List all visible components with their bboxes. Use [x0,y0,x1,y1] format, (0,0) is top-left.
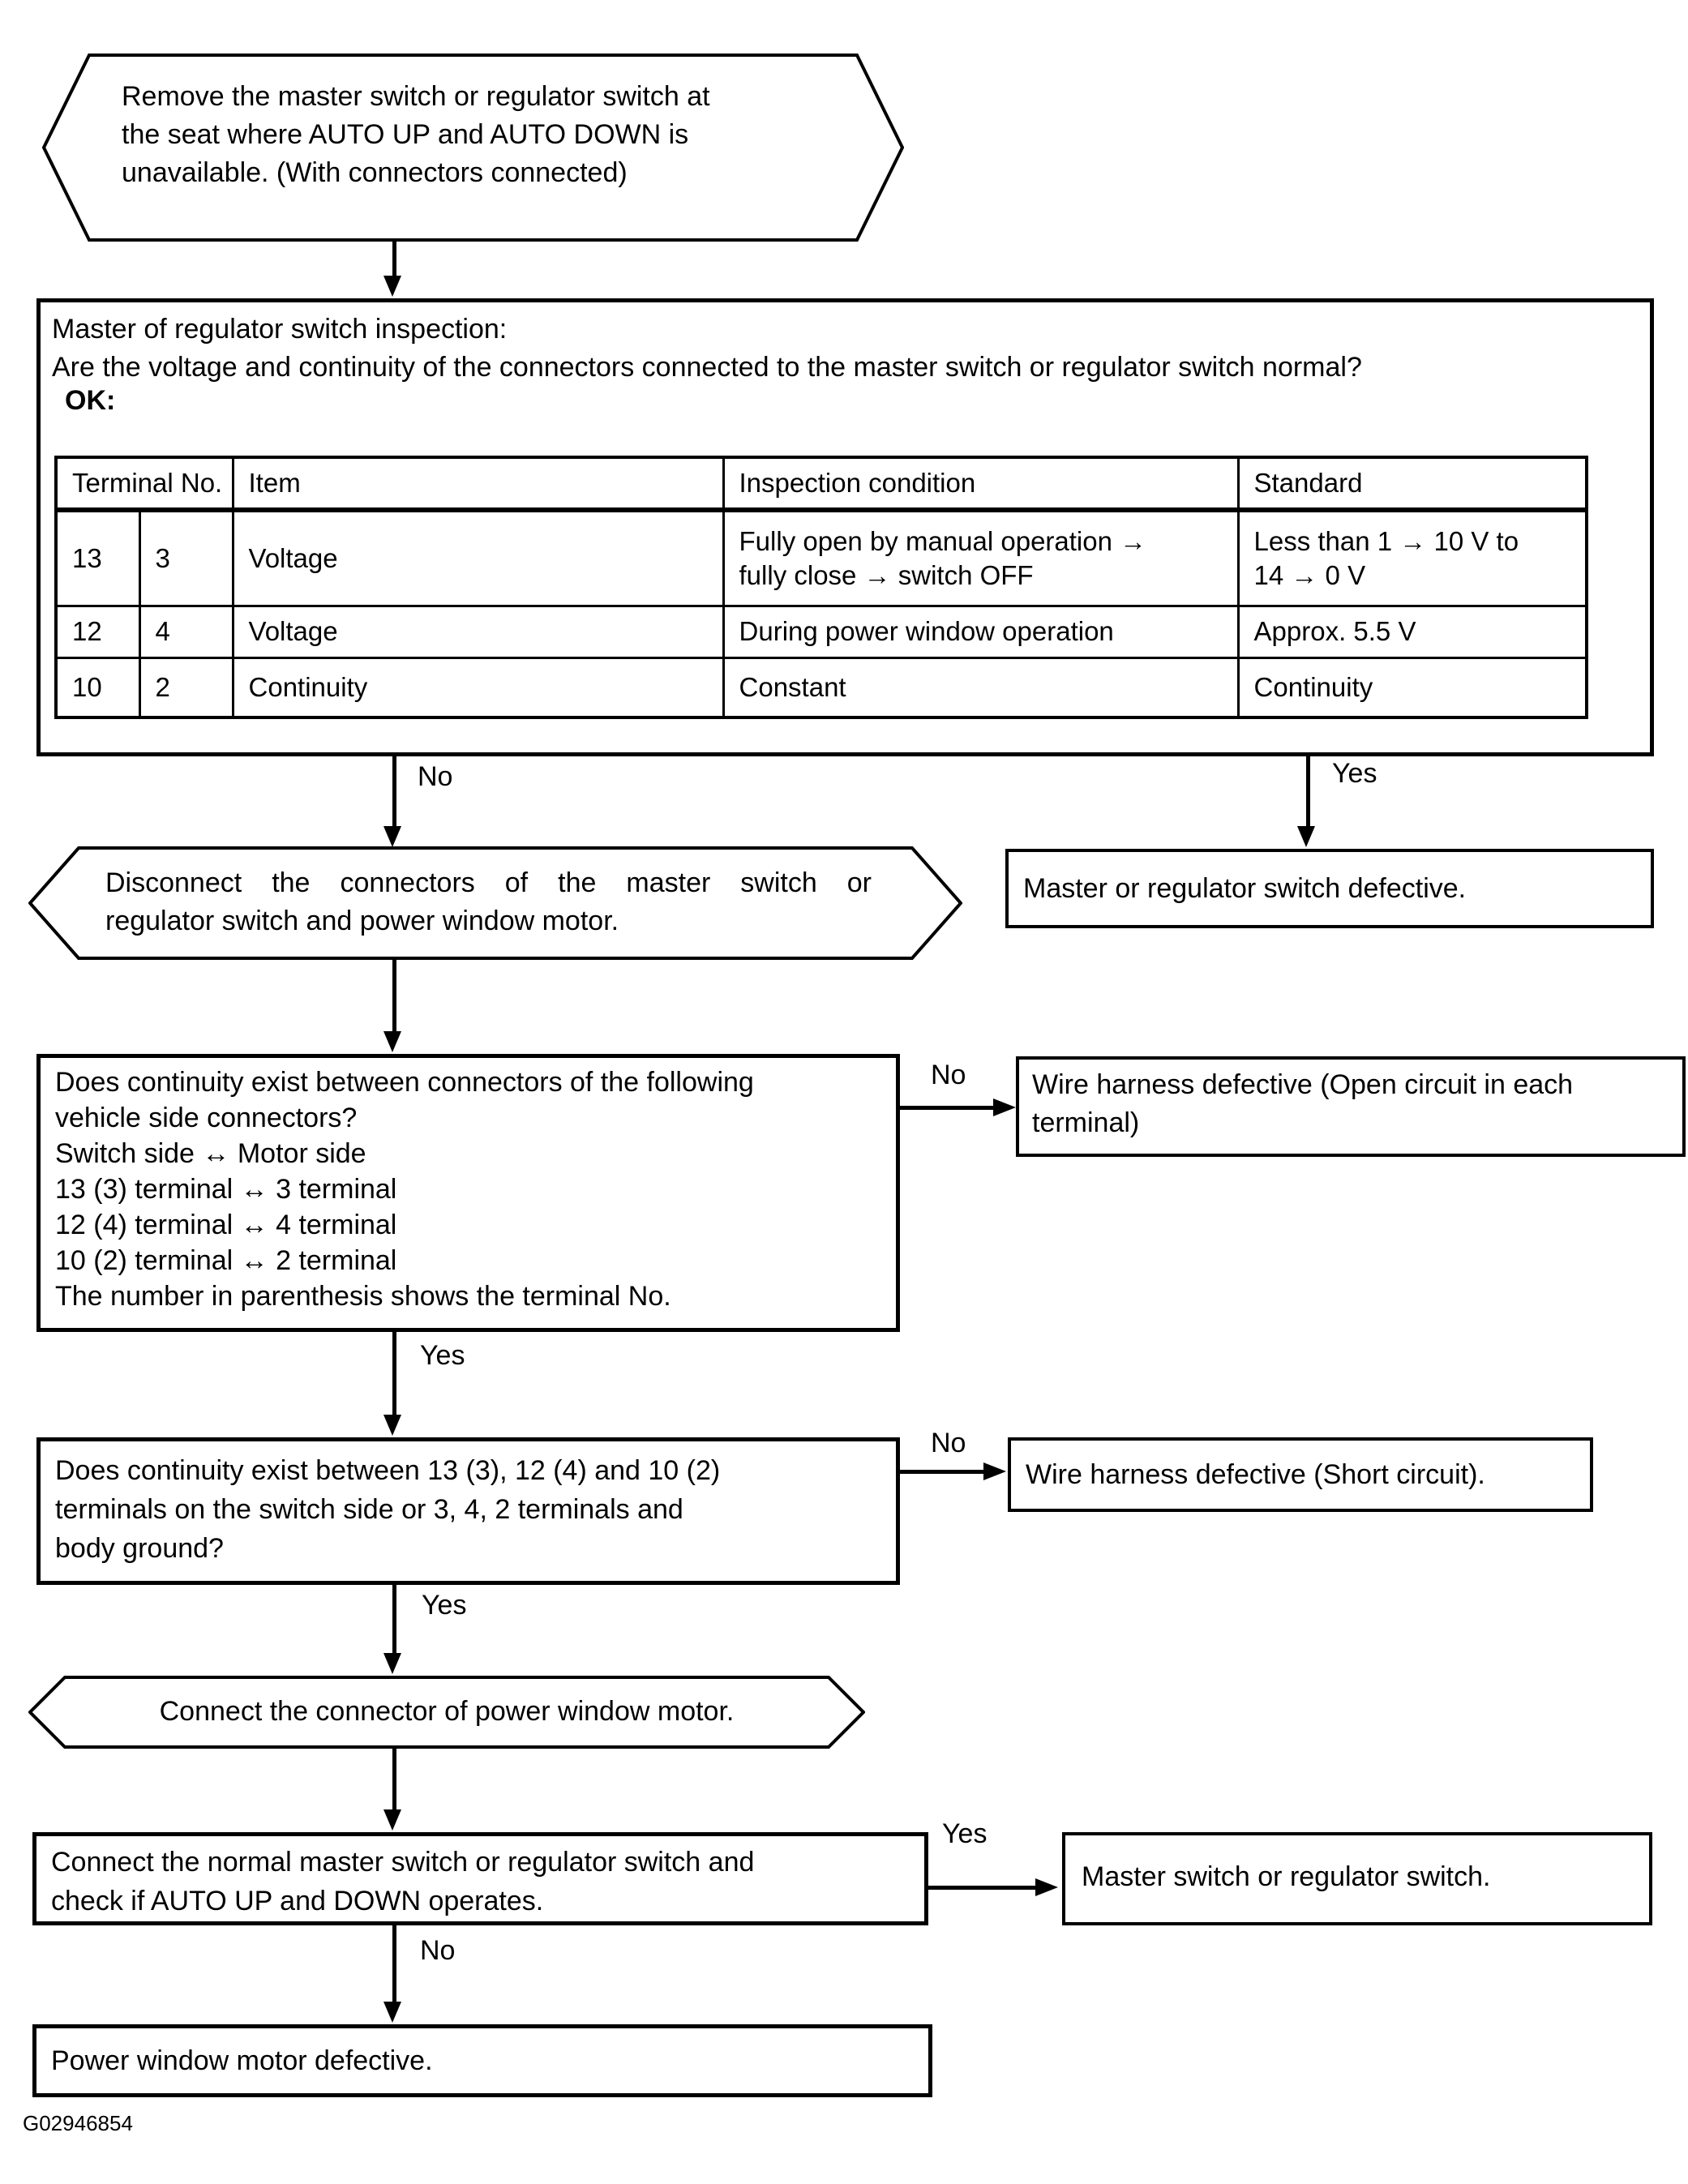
cell-item: Continuity [231,656,725,719]
connect-motor-hexagon [28,1676,865,1749]
disconnect-line2: regulator switch and power window motor. [105,906,619,936]
arrow-down-icon [383,1031,401,1052]
short-circuit-box: Wire harness defective (Short circuit). [1008,1437,1593,1512]
arrow-disconnect-line [392,960,396,1033]
ground-question-text: Does continuity exist between 13 (3), 12… [55,1455,721,1564]
header-inspection-condition: Inspection condition [722,456,1240,512]
cell-item: Voltage [231,604,725,659]
figure-id: G02946854 [23,2111,133,2135]
master-switch-box: Master switch or regulator switch. [1062,1832,1652,1925]
inspection-title: Master of regulator switch inspection: A… [52,314,1362,383]
disconnect-hexagon [28,846,962,960]
cell-terminal-a: 10 [54,656,141,719]
cell-terminal-b: 3 [138,508,234,607]
cell-item: Voltage [231,508,725,607]
cell-condition: During power window operation [722,604,1240,659]
branch-label-no-2: No [931,1060,966,1090]
motor-defective-text: Power window motor defective. [51,2045,433,2076]
cell-terminal-a: 12 [54,604,141,659]
branch-label-no-3: No [931,1428,966,1458]
header-item: Item [231,456,725,512]
connect-normal-text: Connect the normal master switch or regu… [51,1847,755,1916]
connect-motor-text: Connect the connector of power window mo… [159,1696,735,1727]
cell-condition: Fully open by manual operation → fully c… [722,508,1240,607]
arrow-down-icon [383,276,401,297]
disconnect-hexagon-text: Disconnect the connectors of the master … [105,864,872,940]
branch-label-yes-2: Yes [420,1340,465,1371]
cell-standard: Continuity [1236,656,1588,719]
short-circuit-text: Wire harness defective (Short circuit). [1026,1458,1485,1490]
connect-normal-box: Connect the normal master switch or regu… [32,1832,928,1925]
continuity-question-box: Does continuity exist between connectors… [36,1054,900,1332]
cell-terminal-b: 4 [138,604,234,659]
open-circuit-text: Wire harness defective (Open circuit in … [1032,1069,1574,1138]
arrow-down-icon [1297,826,1315,847]
start-hexagon [42,54,904,242]
cell-terminal-a: 13 [54,508,141,607]
arrow-right-icon [983,1462,1006,1480]
arrow-connect-motor-line [392,1749,396,1809]
switch-defective-text: Master or regulator switch defective. [1023,872,1467,904]
switch-defective-box: Master or regulator switch defective. [1005,849,1654,928]
table-row: 12 4 Voltage During power window operati… [54,604,1588,659]
arrow-right-icon [993,1098,1016,1116]
arrow-down-icon [383,826,401,847]
cell-condition: Constant [722,656,1240,719]
arrow-open-circuit-line [900,1106,993,1110]
inspection-ok-label: OK: [65,385,116,416]
branch-label-yes-1: Yes [1332,758,1377,789]
arrow-down-icon [383,2002,401,2023]
arrow-continuity-yes-line [392,1332,396,1415]
start-hexagon-text: Remove the master switch or regulator sw… [122,81,710,188]
cell-standard: Less than 1 → 10 V to 14 → 0 V [1236,508,1588,607]
arrow-start-to-inspection-line [392,242,396,279]
arrow-down-icon [383,1415,401,1436]
arrow-down-icon [383,1653,401,1674]
open-circuit-box: Wire harness defective (Open circuit in … [1016,1056,1686,1157]
header-standard: Standard [1236,456,1588,512]
arrow-down-icon [383,1809,401,1831]
arrow-inspection-no-line [392,756,396,828]
table-header-row: Terminal No. Item Inspection condition S… [54,456,1588,512]
header-terminal-no: Terminal No. [54,456,234,512]
arrow-master-switch-line [928,1886,1035,1890]
table-row: 13 3 Voltage Fully open by manual operat… [54,508,1588,607]
disconnect-line1: Disconnect the connectors of the master … [105,867,872,898]
inspection-box: Master of regulator switch inspection: A… [36,298,1654,756]
table-row: 10 2 Continuity Constant Continuity [54,656,1588,719]
terminal-table: Terminal No. Item Inspection condition S… [54,456,1589,719]
cell-standard: Approx. 5.5 V [1236,604,1588,659]
master-switch-text: Master switch or regulator switch. [1082,1861,1491,1892]
branch-label-yes-4: Yes [942,1818,988,1849]
arrow-inspection-yes-line [1306,756,1310,828]
branch-label-yes-3: Yes [422,1590,467,1621]
ground-question-box: Does continuity exist between 13 (3), 12… [36,1437,900,1585]
cell-terminal-b: 2 [138,656,234,719]
continuity-question-text: Does continuity exist between connectors… [55,1067,754,1312]
motor-defective-box: Power window motor defective. [32,2024,932,2097]
branch-label-no-4: No [420,1935,456,1966]
arrow-short-circuit-line [900,1470,985,1474]
branch-label-no-1: No [418,761,453,792]
arrow-right-icon [1035,1878,1058,1896]
arrow-motor-defective-line [392,1925,396,2002]
arrow-ground-yes-line [392,1585,396,1655]
